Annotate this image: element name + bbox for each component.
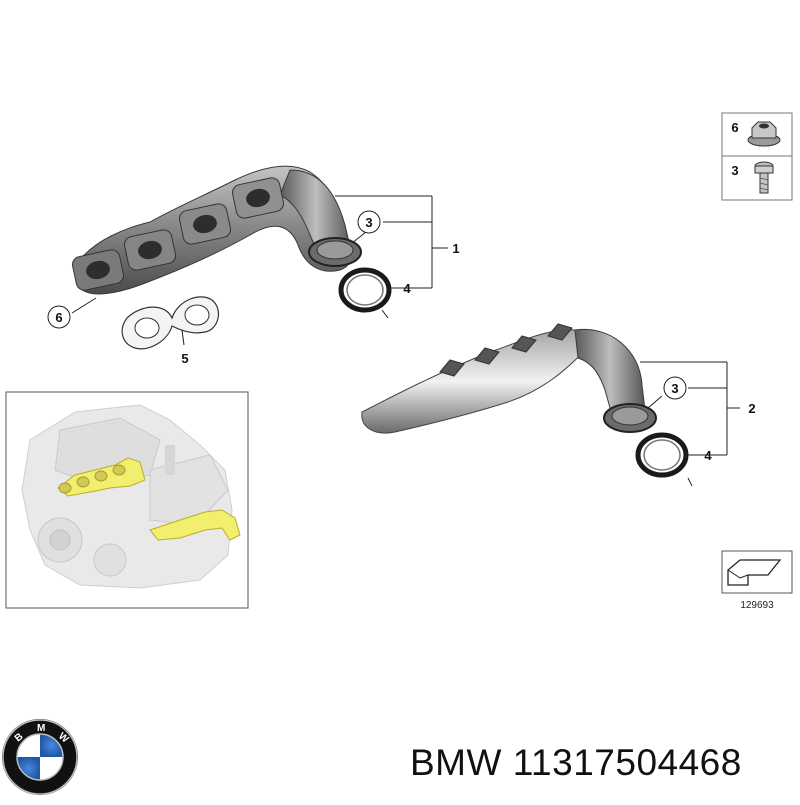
leaders-manifold-1 <box>71 195 448 314</box>
hex-flange-nut-icon <box>747 121 781 147</box>
callout-3-lower-label: 3 <box>671 381 678 396</box>
engine-locator-inset <box>5 391 249 609</box>
reference-number: 129693 <box>740 600 774 611</box>
highlighted-manifold-2 <box>149 509 241 541</box>
gasket-ring-1 <box>338 267 392 319</box>
part-number: 11317504468 <box>512 742 742 783</box>
bmw-roundel-icon: B M W <box>2 719 78 795</box>
callout-3-upper: 3 <box>357 210 381 234</box>
hardware-legend: 6 3 <box>721 112 793 201</box>
callout-4-upper-label: 4 <box>403 281 411 296</box>
svg-text:M: M <box>37 723 45 734</box>
stud-bolt-icon <box>754 161 774 194</box>
manifold-2-flange-ridges <box>439 323 573 377</box>
brand-name: BMW <box>410 742 502 783</box>
part-caption: BMW 11317504468 <box>410 738 795 788</box>
callout-4-lower-label: 4 <box>704 448 712 463</box>
callout-6: 6 <box>47 305 71 329</box>
callout-3-lower: 3 <box>663 376 687 400</box>
legend-bolt-number: 3 <box>731 163 738 178</box>
callout-5-label: 5 <box>181 351 188 366</box>
exhaust-manifold-1 <box>71 165 362 295</box>
engine-silhouette <box>21 404 233 589</box>
reference-box: 129693 <box>721 550 793 611</box>
exhaust-manifold-2 <box>361 323 657 434</box>
manifold-1-flanges <box>71 177 285 291</box>
leaders-manifold-2 <box>640 361 740 456</box>
callout-6-label: 6 <box>55 310 62 325</box>
manifold-gasket-5 <box>121 296 220 350</box>
gasket-ring-2 <box>635 432 693 487</box>
legend-nut-number: 6 <box>731 120 738 135</box>
callout-2-label: 2 <box>748 401 755 416</box>
arrow-icon <box>727 559 782 586</box>
highlighted-manifold-1 <box>57 457 146 497</box>
callout-1-label: 1 <box>452 241 459 256</box>
callout-3-upper-label: 3 <box>365 215 372 230</box>
